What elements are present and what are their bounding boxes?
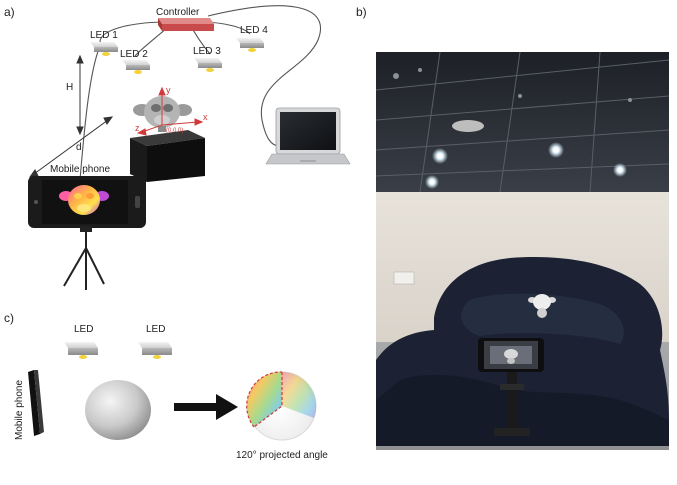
led-1 (90, 42, 118, 56)
black-box-pedestal (130, 130, 205, 182)
height-label: H (66, 82, 73, 93)
panel-b-label: b) (356, 5, 367, 19)
panel-a: a) Controller LED 1 (4, 5, 351, 290)
led-1-label: LED 1 (90, 30, 118, 41)
led-left-label: LED (74, 324, 93, 335)
axis-indicator (136, 86, 204, 136)
tripod (63, 228, 105, 290)
photo-mobile-phone (478, 338, 544, 372)
led-2 (122, 60, 150, 74)
sphere-object (85, 380, 151, 440)
controller-box (158, 18, 214, 31)
led-right-label: LED (146, 324, 165, 335)
axis-z-label: z (135, 123, 140, 133)
led-4-label: LED 4 (240, 25, 268, 36)
ceiling-lights (393, 68, 632, 189)
photo-phone-stand (494, 372, 530, 436)
projected-sphere (246, 371, 317, 441)
led-3 (194, 58, 222, 72)
lab-photo (375, 51, 670, 450)
projection-arrow (174, 394, 238, 420)
panel-c-label: c) (4, 311, 14, 325)
mobile-phone-a (28, 176, 146, 228)
led-right (138, 342, 172, 359)
height-dimension (76, 54, 84, 136)
origin-label: (0,0,0) (166, 128, 183, 134)
rainbow-monkey-screen-image (59, 185, 109, 215)
photo-monkey-figurine (528, 294, 556, 318)
mobile-phone-c (28, 370, 44, 436)
controller-label: Controller (156, 7, 200, 18)
axis-x-label: x (203, 112, 208, 122)
tripod-mount (80, 226, 92, 232)
led-left (64, 342, 98, 359)
mobile-phone-label-c: Mobile phone (14, 380, 25, 440)
axis-y-label: y (166, 85, 171, 95)
laptop (265, 107, 351, 165)
monkey-head-object (133, 96, 192, 132)
panel-b: b) (356, 5, 670, 450)
distance-label: d (76, 142, 82, 153)
ceiling-beams (375, 51, 670, 193)
led-4 (236, 38, 264, 52)
led-2-label: LED 2 (120, 49, 148, 60)
mobile-phone-label-a: Mobile phone (50, 164, 110, 175)
panel-c: c) LED LED Mobile phone (4, 311, 328, 461)
projected-angle-label: 120° projected angle (236, 450, 328, 461)
wall-socket (393, 271, 415, 285)
led-3-label: LED 3 (193, 46, 221, 57)
panel-a-label: a) (4, 5, 15, 19)
ceiling-ring (452, 120, 484, 132)
